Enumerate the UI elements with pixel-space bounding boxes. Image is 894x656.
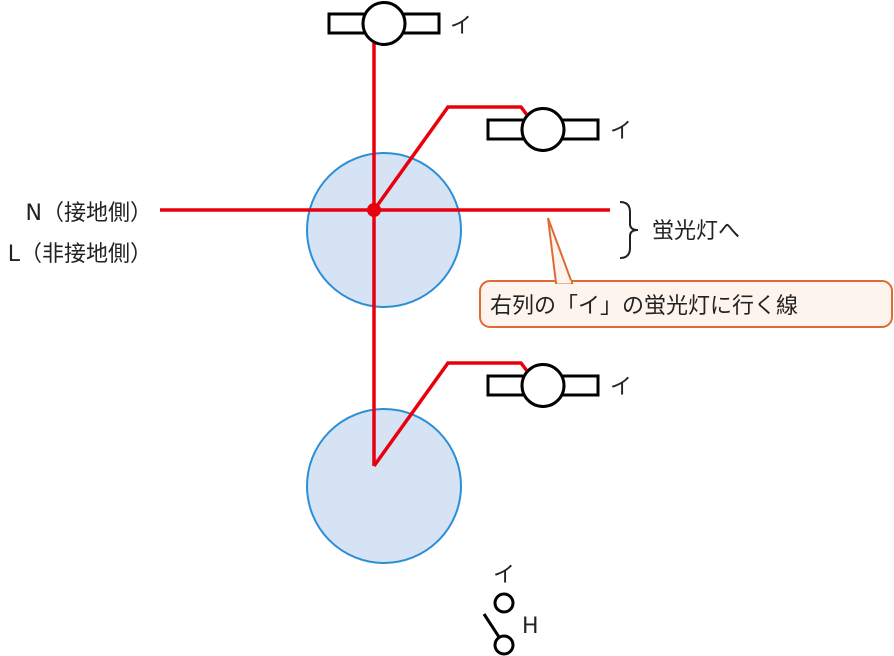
junction-box-upper	[306, 152, 462, 308]
switch-label-right: H	[522, 614, 539, 639]
brace-icon	[619, 201, 639, 259]
ceiling-light-icon	[486, 107, 600, 152]
to-fluorescent-label: 蛍光灯へ	[652, 219, 740, 244]
fixture-top-label: イ	[450, 14, 472, 39]
callout-box	[479, 280, 893, 328]
switch-icon	[482, 592, 515, 656]
ceiling-light-icon	[486, 363, 600, 408]
fixture-lower-right-label: イ	[610, 375, 632, 400]
fixture-upper-right-label: イ	[610, 119, 632, 144]
wiring	[160, 42, 610, 468]
switch-label-top: イ	[493, 563, 515, 588]
wire-to-upper-right-fixture	[372, 105, 529, 212]
wire-to-lower-right-fixture	[372, 361, 529, 468]
callout-pointer	[547, 217, 574, 284]
callout-text: 右列の「イ」の蛍光灯に行く線	[490, 294, 798, 319]
junction-box-lower	[306, 408, 462, 564]
line-label: L（非接地側）	[8, 242, 152, 267]
wire-junction-dot	[367, 203, 381, 217]
ceiling-light-icon	[327, 1, 441, 46]
callout: 右列の「イ」の蛍光灯に行く線	[479, 217, 893, 328]
neutral-label: N（接地側）	[26, 201, 152, 226]
